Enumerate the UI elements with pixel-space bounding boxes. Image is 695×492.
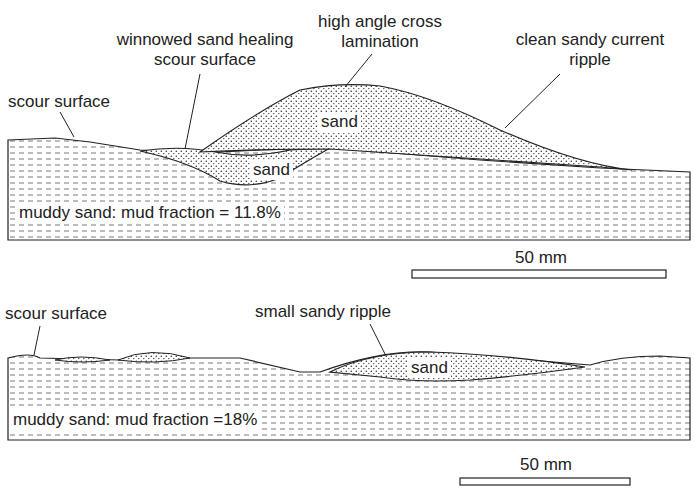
surface-label: winnowed sand healing scour surface bbox=[105, 30, 305, 70]
scale-bar bbox=[460, 478, 630, 485]
scale-label: 50 mm bbox=[520, 455, 572, 475]
scale-bar bbox=[412, 270, 666, 278]
muddy-sand-bed bbox=[8, 138, 690, 240]
small-sandy-ripple bbox=[330, 352, 585, 381]
surface-label: scour surface bbox=[5, 304, 107, 324]
surface-label: scour surface bbox=[8, 92, 110, 112]
leader-line bbox=[185, 74, 200, 149]
leader-line bbox=[370, 324, 385, 354]
lithology-label: sand bbox=[408, 358, 451, 378]
bedform-label: small sandy ripple bbox=[255, 302, 391, 322]
lithology-label: muddy sand: mud fraction =18% bbox=[10, 410, 260, 430]
leader-line bbox=[60, 112, 74, 137]
leader-line bbox=[345, 54, 372, 87]
leader-line bbox=[505, 74, 560, 128]
lithology-label: muddy sand: mud fraction = 11.8% bbox=[16, 203, 284, 223]
leader-line bbox=[34, 326, 40, 355]
winnowed-sand-lens bbox=[140, 148, 330, 185]
lithology-label: sand bbox=[250, 160, 293, 180]
muddy-sand-bed bbox=[8, 352, 690, 440]
current-ripple bbox=[200, 85, 632, 170]
sand-lens bbox=[55, 357, 110, 362]
sand-lens bbox=[118, 352, 190, 362]
scale-label: 50 mm bbox=[515, 248, 567, 268]
lithology-label: sand bbox=[318, 112, 361, 132]
structure-label: high angle cross lamination bbox=[300, 12, 460, 52]
bedform-label: clean sandy current ripple bbox=[515, 30, 665, 70]
